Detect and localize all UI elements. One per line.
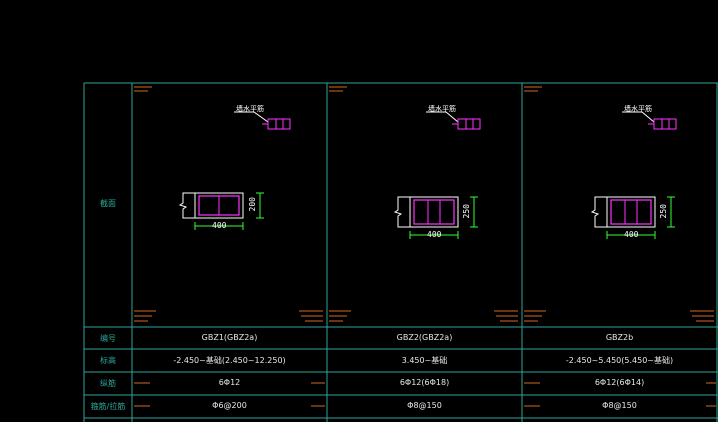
column-outline-2 xyxy=(409,196,459,228)
wall-bar-detail-2 xyxy=(457,118,481,130)
cell-elevation-1: -2.450~基础(2.450~12.250) xyxy=(173,356,286,365)
wall-bar-label-3: 墙水平筋 xyxy=(624,105,652,113)
height-dim-text-2: 250 xyxy=(462,204,471,219)
row-label-long-bars: 纵筋 xyxy=(100,379,116,388)
row-label-stirrups: 箍筋/拉筋 xyxy=(90,402,126,411)
section-drawing-1 xyxy=(178,111,291,230)
leader-line-1 xyxy=(234,111,269,123)
width-dim-text-1: 400 xyxy=(212,221,227,230)
break-line-2 xyxy=(393,196,410,228)
height-dim-text-3: 250 xyxy=(659,204,668,219)
height-dim-text-1: 200 xyxy=(248,197,257,212)
cell-elevation-3: -2.450~5.450(5.450~基础) xyxy=(565,356,674,365)
cell-long-bars-1: 6Φ12 xyxy=(218,378,241,387)
cell-long-bars-2: 6Φ12(6Φ18) xyxy=(399,378,450,387)
table-grid xyxy=(83,82,718,422)
width-dim-text-2: 400 xyxy=(427,230,442,239)
row-label-elevation: 标高 xyxy=(100,356,116,365)
cell-long-bars-3: 6Φ12(6Φ14) xyxy=(594,378,645,387)
wall-bar-label-2: 墙水平筋 xyxy=(428,105,456,113)
leader-line-3 xyxy=(622,111,655,123)
cell-stirrups-1: Φ6@200 xyxy=(212,401,247,410)
section-drawing-3 xyxy=(590,111,677,239)
break-line-1 xyxy=(178,192,195,219)
column-outline-1 xyxy=(194,192,244,219)
leader-line-2 xyxy=(426,111,459,123)
row-label-id: 编号 xyxy=(100,334,116,343)
break-line-3 xyxy=(590,196,607,228)
wall-bar-detail-3 xyxy=(653,118,677,130)
column-outline-3 xyxy=(606,196,656,228)
cell-stirrups-2: Φ8@150 xyxy=(407,401,442,410)
cell-id-2: GBZ2(GBZ2a) xyxy=(396,333,453,342)
stirrup-2 xyxy=(413,199,455,225)
cell-id-3: GBZ2b xyxy=(605,333,634,342)
width-dim-text-3: 400 xyxy=(624,230,639,239)
small-notes xyxy=(134,86,716,407)
cell-stirrups-3: Φ8@150 xyxy=(602,401,637,410)
cell-elevation-2: 3.450~基础 xyxy=(401,356,448,365)
cell-id-1: GBZ1(GBZ2a) xyxy=(201,333,258,342)
wall-bar-label-1: 墙水平筋 xyxy=(236,105,264,113)
wall-bar-detail-1 xyxy=(267,118,291,130)
stirrup-3 xyxy=(610,199,652,225)
section-drawing-2 xyxy=(393,111,481,239)
header-label-section: 截面 xyxy=(100,199,116,208)
